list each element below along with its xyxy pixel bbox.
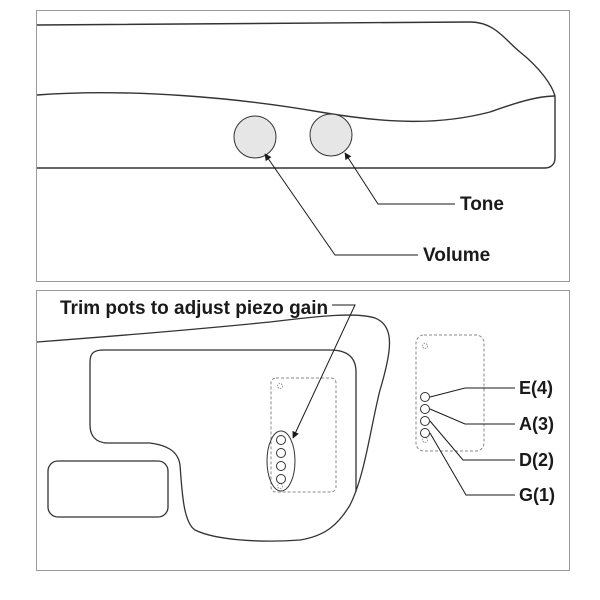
g1-leader-line xyxy=(429,432,515,496)
jack-plate-dashed xyxy=(415,334,485,452)
volume-knob[interactable] xyxy=(233,115,277,159)
tone-leader-line xyxy=(344,152,455,205)
string-pot-d2[interactable] xyxy=(420,416,430,426)
trim-pot-1[interactable] xyxy=(276,435,286,445)
string-pot-e4[interactable] xyxy=(420,392,430,402)
trim-pot-4[interactable] xyxy=(276,474,286,484)
e4-leader-line xyxy=(429,387,515,398)
cavity-cover-plate xyxy=(47,460,169,518)
trim-pots-title: Trim pots to adjust piezo gain xyxy=(60,298,328,319)
d2-leader-line xyxy=(429,420,515,461)
a3-leader-line xyxy=(429,408,515,425)
trim-pot-3[interactable] xyxy=(276,461,286,471)
plate-screw-bottom xyxy=(422,437,428,443)
top-panel: Tone Volume xyxy=(36,10,570,282)
trim-pots-leader-line xyxy=(292,304,356,439)
trim-pot-2[interactable] xyxy=(276,448,286,458)
string-pot-g1[interactable] xyxy=(420,428,430,438)
bottom-panel-frame xyxy=(36,290,570,571)
tone-knob[interactable] xyxy=(309,113,353,157)
bass-body-contour xyxy=(36,92,556,123)
volume-leader-line xyxy=(264,153,418,256)
bass-body-outline xyxy=(36,21,556,169)
string-label-d2: D(2) xyxy=(519,450,554,470)
bottom-panel: Trim pots to adjust piezo gain E(4) A(3)… xyxy=(36,290,570,571)
plate-screw-top xyxy=(422,343,428,349)
trim-pot-group-outline xyxy=(266,430,296,492)
cover-screw-bottom xyxy=(277,483,283,489)
string-label-g1: G(1) xyxy=(519,485,555,505)
string-label-a3: A(3) xyxy=(519,414,554,434)
pickguard-outline xyxy=(36,314,391,542)
string-pot-a3[interactable] xyxy=(420,404,430,414)
tone-label: Tone xyxy=(460,194,504,215)
top-panel-frame xyxy=(36,10,570,282)
volume-label: Volume xyxy=(423,245,490,266)
string-label-e4: E(4) xyxy=(519,378,553,398)
cover-screw-top xyxy=(277,383,283,389)
trim-pot-cover-dashed xyxy=(270,377,337,493)
